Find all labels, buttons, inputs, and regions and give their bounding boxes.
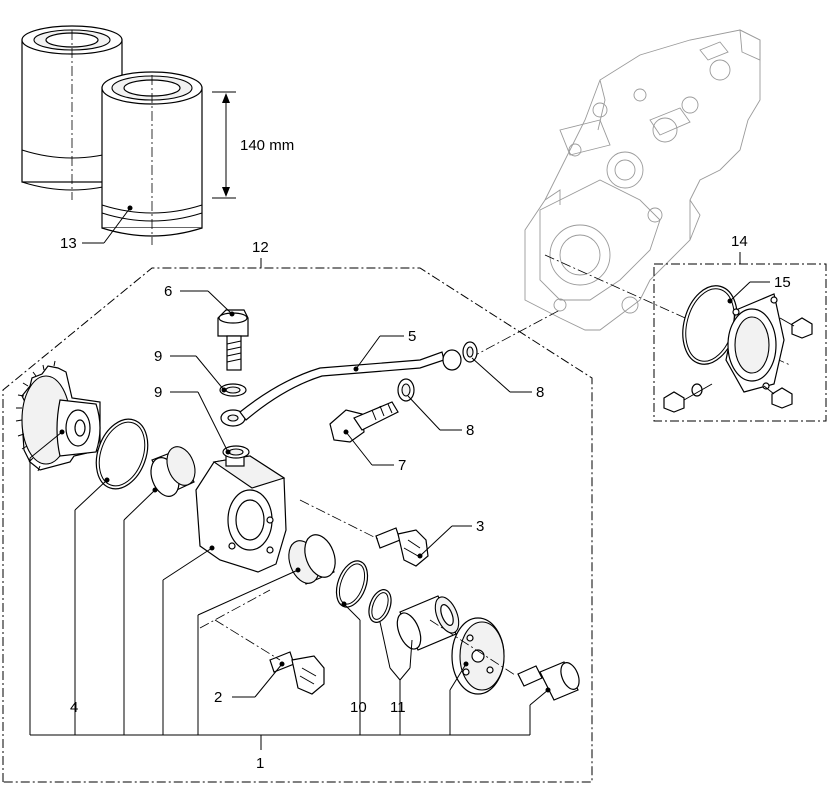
callout-12: 12 [252,239,269,256]
oil-pipe [220,349,462,427]
kit-boundary-12 [2,267,593,783]
cover-bolt-bottom-left [663,383,713,413]
sealing-washer-upper [219,383,247,397]
callout-1: 1 [256,755,264,772]
callout-9-lower: 9 [154,384,162,401]
callout-3: 3 [476,518,484,535]
cover-bolt-bottom-right [763,385,793,409]
hollow-bolt [329,401,399,443]
callout-6: 6 [164,283,172,300]
callout-4: 4 [70,699,78,716]
cover-bolt-top [779,317,813,339]
o-ring [335,560,369,608]
pipe-washer-end [462,341,478,363]
callout-10: 10 [350,699,367,716]
sealing-washer-lower [222,445,250,459]
retaining-ring [95,418,149,490]
callout-14: 14 [731,233,748,250]
pump-housing [195,451,287,573]
bushing-right [288,534,336,585]
circlip [368,589,392,623]
gear-assembly [15,360,101,472]
filter-front [101,71,203,245]
pipe-washer-mid [397,378,415,402]
callout-9-upper: 9 [154,348,162,365]
callout-5: 5 [408,328,416,345]
callout-11: 11 [390,699,406,716]
callout-8-lower: 8 [466,422,474,439]
drive-plate [451,617,505,695]
bushing-left [150,446,196,497]
callout-7: 7 [398,457,406,474]
banjo-bolt [217,309,249,371]
fitting-upper [375,527,429,567]
callout-13: 13 [60,235,77,252]
height-dimension: 140 mm [212,91,294,199]
cover-plate [725,293,785,393]
socket-screw [517,661,580,701]
fitting-lower [269,651,325,695]
callout-2: 2 [214,689,222,706]
engine-block [524,29,761,331]
dimension-label: 140 mm [240,137,294,154]
callout-8-upper: 8 [536,384,544,401]
callout-15: 15 [774,274,791,291]
splined-sleeve [396,595,460,651]
